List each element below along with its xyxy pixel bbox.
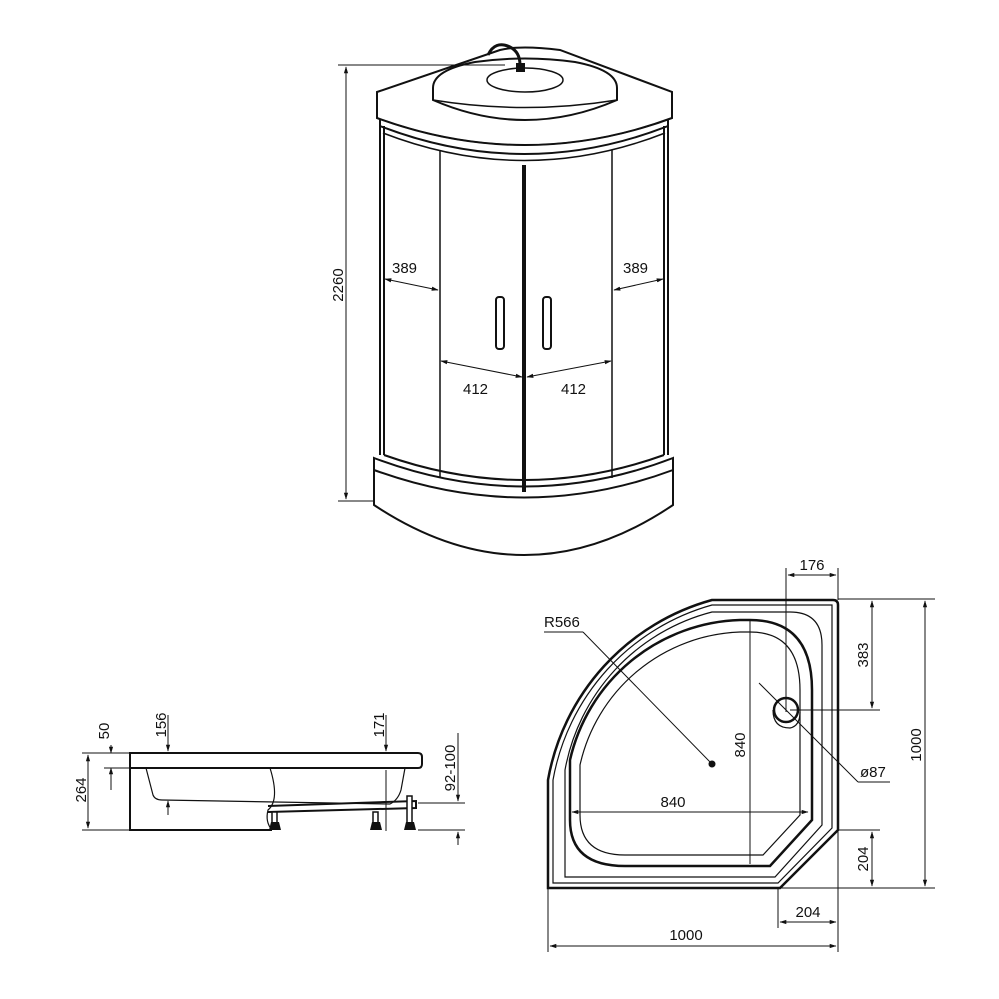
total-height-label: 264 [73, 777, 90, 802]
left-panel-width-label: 389 [392, 260, 417, 277]
height-label: 2260 [330, 268, 347, 301]
center-point [708, 760, 716, 768]
drain-offset-x-label: 176 [799, 557, 824, 574]
inner-depth-left-label: 156 [153, 712, 170, 737]
plan-view: R566 840 840 176 383 ø87 204 1000 20 [544, 557, 935, 952]
drain-offset-y-label: 383 [855, 642, 872, 667]
shower-hose [486, 43, 522, 66]
side-view: 264 50 156 171 92-100 [73, 712, 465, 845]
inner-depth-label: 840 [732, 732, 749, 757]
right-panel-width-label: 389 [623, 260, 648, 277]
tray-outline [546, 598, 840, 890]
inner-depth-right-label: 171 [371, 712, 388, 737]
leg-height-label: 92-100 [442, 745, 459, 792]
shower-fitting [516, 63, 525, 72]
radius-label: R566 [544, 614, 580, 631]
overall-width-label: 1000 [669, 927, 702, 944]
inner-width-label: 840 [660, 794, 685, 811]
tray-side-rim [129, 752, 423, 769]
right-door-handle [542, 296, 552, 350]
tray-legs [269, 795, 416, 830]
corner-chamfer-x-label: 204 [795, 904, 820, 921]
cabin-roof [376, 46, 673, 146]
right-door-width-label: 412 [561, 381, 586, 398]
front-view: 2260 389 389 412 412 [330, 43, 674, 556]
tray-basin [568, 618, 814, 868]
left-door-handle [495, 296, 505, 350]
cabin-dome [432, 57, 618, 121]
corner-chamfer-y-label: 204 [855, 846, 872, 871]
rim-height-label: 50 [96, 723, 113, 740]
left-door-width-label: 412 [463, 381, 488, 398]
tray-apron [373, 470, 674, 556]
overall-depth-label: 1000 [908, 728, 925, 761]
drain-diameter-label: ø87 [860, 764, 886, 781]
